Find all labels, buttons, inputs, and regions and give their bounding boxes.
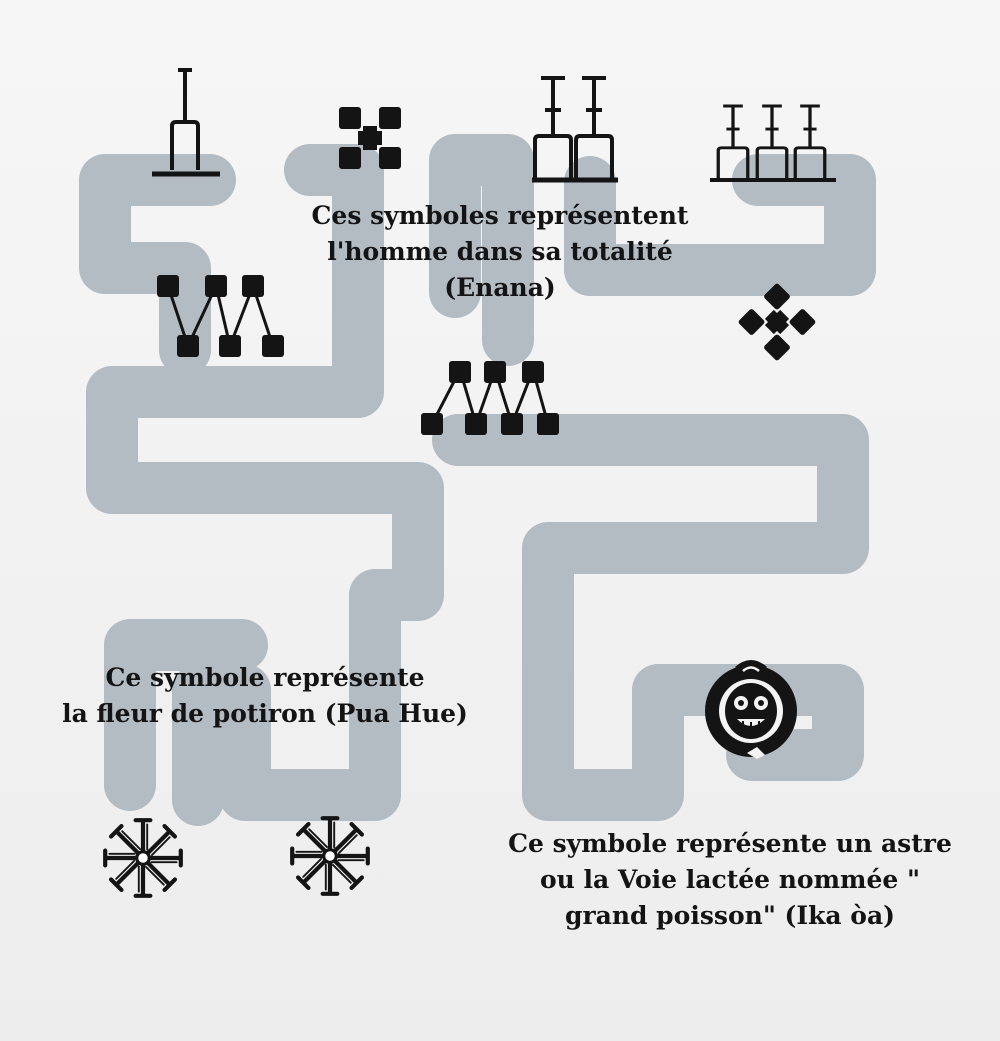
caption-ika-oa-line-2: ou la Voie lactée nommée " [539, 865, 921, 894]
right-meander [432, 414, 869, 821]
left-lower-loop [104, 619, 268, 811]
enana-four-block-icon [339, 107, 401, 169]
caption-enana: Ces symboles représentent l'homme dans s… [300, 198, 700, 306]
upper-middle-stem [429, 134, 534, 366]
enana-zigzag-left-icon [157, 275, 284, 357]
enana-zigzag-center-icon [421, 361, 559, 435]
caption-ika-oa-line-3: grand poisson" (Ika òa) [564, 901, 896, 930]
enana-double-figure-icon [532, 76, 618, 183]
enana-four-block-right-icon [738, 283, 817, 362]
caption-ika-oa-line-1: Ce symbole représente un astre [508, 829, 952, 858]
caption-enana-line-2: l'homme dans sa totalité [327, 237, 673, 266]
enana-single-figure-icon [152, 68, 220, 177]
caption-enana-line-3: (Enana) [444, 273, 556, 302]
caption-pua-hue-line-2: la fleur de potiron (Pua Hue) [62, 699, 468, 728]
pua-hue-flower-right-icon [292, 818, 368, 894]
pua-hue-flower-left-icon [105, 820, 181, 896]
center-band [86, 144, 444, 826]
upper-left-meander [79, 154, 236, 376]
caption-pua-hue: Ce symbole représente la fleur de potiro… [50, 660, 480, 732]
caption-enana-line-1: Ces symboles représentent [311, 201, 689, 230]
enana-triple-figure-icon [710, 104, 836, 182]
caption-ika-oa: Ce symbole représente un astre ou la Voi… [495, 826, 965, 934]
caption-pua-hue-line-1: Ce symbole représente [105, 663, 425, 692]
ika-oa-face-icon [705, 660, 797, 759]
